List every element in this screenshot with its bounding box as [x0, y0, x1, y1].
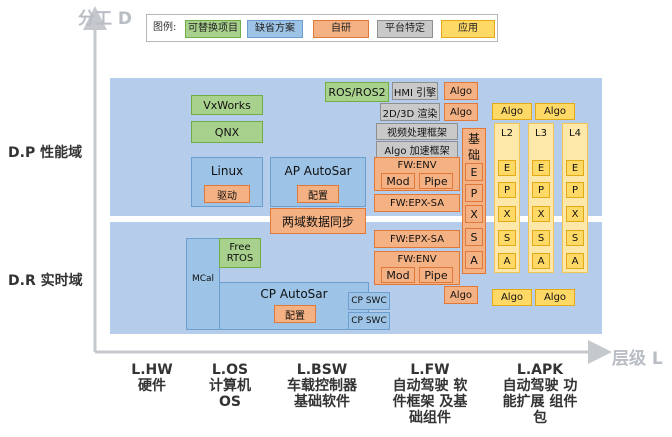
fw-env-label-top: FW:ENV — [397, 159, 437, 171]
layer-fw-name: 自动驾驶 软件框架 及基础组件 — [392, 378, 468, 426]
layer-os-code: L.OS — [211, 362, 249, 378]
x-axis-label: 层级 L — [612, 349, 663, 369]
freertos-box: Free RTOS — [219, 238, 261, 268]
cp-swc-box-2: CP SWC — [348, 312, 390, 330]
apk-lane-l4 — [562, 123, 588, 273]
layer-bsw-name: 车载控制器 基础软件 — [287, 378, 357, 410]
legend-item-replaceable: 可替换项目 — [185, 20, 241, 38]
apk-l4-a: A — [566, 253, 584, 269]
qnx-box: QNX — [191, 121, 263, 143]
apk-lane-l3 — [528, 123, 554, 273]
hmi-engine-box: HMI 引擎 — [392, 82, 438, 100]
layer-bsw-code: L.BSW — [296, 362, 348, 378]
linux-box: Linux 驱动 — [191, 157, 263, 207]
apk-l4-x: X — [566, 206, 584, 222]
apk-l3-a: A — [532, 253, 550, 269]
base-letter-e: E — [465, 163, 483, 181]
apk-l2-s: S — [498, 230, 516, 246]
ros-box: ROS/ROS2 — [325, 82, 389, 102]
base-letter-x: X — [465, 205, 483, 223]
apk-l2-x: X — [498, 206, 516, 222]
layer-os-name: 计算机 OS — [209, 378, 251, 410]
apk-l2-e: E — [498, 160, 516, 176]
freertos-label: Free RTOS — [226, 242, 254, 264]
video-framework-box: 视频处理框架 — [376, 123, 458, 140]
base-char-2: 础 — [467, 147, 480, 162]
apk-algo-bottom-2: Algo — [535, 289, 575, 306]
apk-l2-p: P — [498, 182, 516, 198]
layer-hw-name: 硬件 — [138, 378, 166, 394]
apk-l2-a: A — [498, 253, 516, 269]
base-letter-a: A — [465, 251, 483, 269]
algo-accel-box: Algo 加速框架 — [376, 141, 458, 158]
legend-item-default: 缺省方案 — [247, 20, 303, 38]
algo-box-fw-bottom: Algo — [444, 286, 478, 304]
fw-env-box-top: FW:ENV Mod Pipe — [374, 157, 460, 191]
algo-box-render: Algo — [444, 103, 478, 121]
linux-label: Linux — [210, 164, 244, 178]
layer-apk-code: L.APK — [516, 362, 564, 378]
cp-swc-box-1: CP SWC — [348, 292, 390, 310]
layer-fw: L.FW 自动驾驶 软件框架 及基础组件 — [390, 362, 470, 426]
apk-l4-p: P — [566, 182, 584, 198]
layer-apk: L.APK 自动驾驶 功能扩展 组件包 — [500, 362, 580, 426]
apk-lane-l4-title: L4 — [569, 127, 581, 139]
apk-l3-p: P — [532, 182, 550, 198]
legend-title: 图例: — [153, 22, 177, 33]
algo-box-hmi: Algo — [444, 82, 478, 100]
mod-box-bottom: Mod — [381, 267, 415, 283]
layer-fw-code: L.FW — [410, 362, 450, 378]
apk-algo-top-2: Algo — [535, 103, 575, 120]
layer-os: L.OS 计算机 OS — [200, 362, 260, 410]
apk-l4-s: S — [566, 230, 584, 246]
y-axis-label: 分工 D — [78, 9, 133, 29]
fw-env-box-bottom: FW:ENV Mod Pipe — [374, 251, 460, 285]
pipe-box-bottom: Pipe — [419, 267, 453, 283]
ap-autosar-label: AP AutoSar — [284, 164, 352, 178]
apk-l4-e: E — [566, 160, 584, 176]
apk-l3-s: S — [532, 230, 550, 246]
apk-lane-l2 — [494, 123, 520, 273]
layer-hw-code: L.HW — [131, 362, 173, 378]
ap-config-box: 配置 — [297, 185, 339, 203]
apk-l3-e: E — [532, 160, 550, 176]
mod-box-top: Mod — [381, 173, 415, 189]
mcal-box: MCal — [186, 238, 220, 330]
apk-algo-bottom-1: Algo — [492, 289, 532, 306]
ap-autosar-box: AP AutoSar 配置 — [270, 157, 366, 207]
apk-algo-top-1: Algo — [492, 103, 532, 120]
legend-item-inhouse: 自研 — [313, 20, 369, 38]
layer-hw: L.HW 硬件 — [122, 362, 182, 394]
base-letter-p: P — [465, 184, 483, 202]
pipe-box-top: Pipe — [419, 173, 453, 189]
apk-lane-l2-title: L2 — [501, 127, 513, 139]
fw-epx-box-bottom: FW:EPX-SA — [374, 230, 460, 248]
apk-lane-l3-title: L3 — [535, 127, 547, 139]
base-char-1: 基 — [467, 131, 480, 146]
cp-autosar-box: CP AutoSar 配置 — [219, 282, 369, 330]
layer-apk-name: 自动驾驶 功能扩展 组件包 — [502, 378, 578, 426]
fw-epx-box-top: FW:EPX-SA — [374, 194, 460, 212]
legend-item-app: 应用 — [441, 20, 495, 38]
mcal-label: MCal — [191, 274, 215, 284]
base-letter-s: S — [465, 228, 483, 246]
domain-dp-label: D.P 性能域 — [8, 145, 83, 161]
fw-env-label-bottom: FW:ENV — [397, 253, 437, 265]
cp-config-box: 配置 — [274, 305, 316, 323]
legend: 图例: 可替换项目 缺省方案 自研 平台特定 应用 — [146, 14, 498, 42]
legend-item-platform: 平台特定 — [377, 20, 433, 38]
vxworks-box: VxWorks — [191, 95, 263, 115]
domain-dr-label: D.R 实时域 — [8, 273, 83, 289]
data-sync-box: 两域数据同步 — [270, 208, 366, 234]
render-box: 2D/3D 渲染 — [380, 103, 440, 121]
driver-box: 驱动 — [204, 185, 250, 203]
layer-bsw: L.BSW 车载控制器 基础软件 — [280, 362, 364, 410]
apk-l3-x: X — [532, 206, 550, 222]
cp-autosar-label: CP AutoSar — [260, 287, 328, 301]
